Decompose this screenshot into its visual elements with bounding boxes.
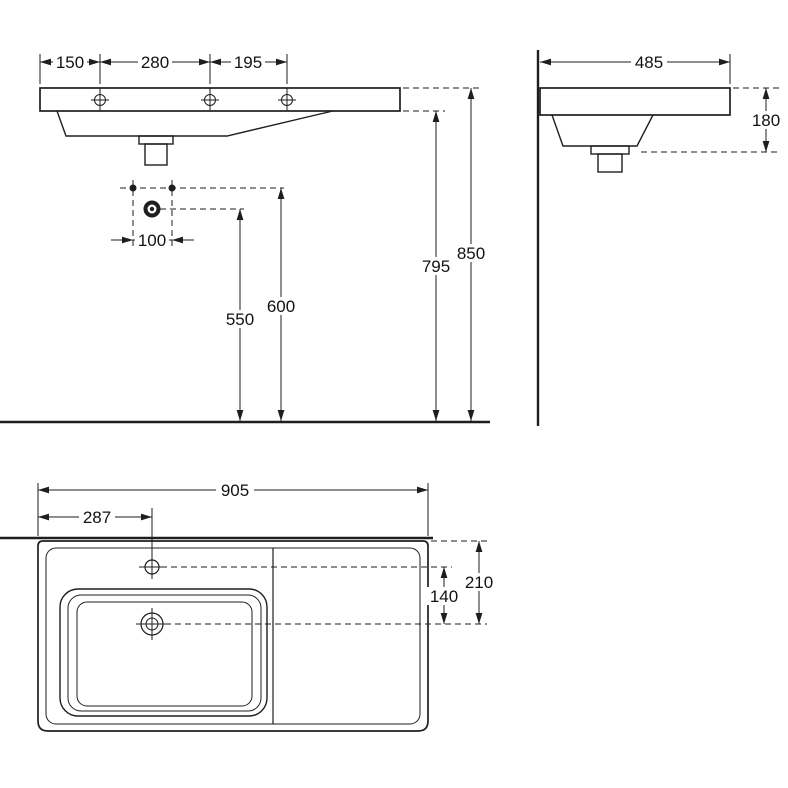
dim-label-tap1-to-tap2: 280 [141, 53, 169, 72]
tap-hole-icon [91, 88, 109, 112]
drain-hole-icon [136, 608, 168, 640]
side-drain-trap [590, 145, 630, 173]
dim-label-edge-to-tap: 287 [83, 508, 111, 527]
dim-label-rear-to-drain: 210 [465, 573, 493, 592]
dim-fixing-height: 600 [264, 188, 298, 421]
front-bowl-profile [56, 110, 334, 137]
dim-label-rim-height: 180 [752, 111, 780, 130]
dim-label-drain-height: 550 [226, 310, 254, 329]
dim-label-overall-height: 850 [457, 244, 485, 263]
dim-label-tap-to-drain: 140 [430, 587, 458, 606]
dim-depth: 485 [540, 53, 731, 84]
front-basin-deck [39, 87, 401, 112]
dim-label-fixing-holes: 100 [138, 231, 166, 250]
dim-top-chain: 150 280 195 [39, 53, 288, 84]
side-basin-deck [539, 87, 731, 116]
dim-label-underside-height: 795 [422, 257, 450, 276]
tap-hole-icon [139, 508, 165, 579]
dim-tap-to-drain: 140 [161, 566, 487, 625]
dim-rim-height: 180 [641, 87, 784, 153]
dim-fixing-holes: 100 [111, 231, 194, 250]
dim-label-width: 905 [221, 481, 249, 500]
dim-overall-height: 850 [403, 87, 488, 421]
side-view: 485 180 [536, 50, 784, 426]
dim-label-tap2-to-tap3: 195 [234, 53, 262, 72]
dim-label-edge-to-tap1: 150 [56, 53, 84, 72]
dim-underside-height: 795 [403, 110, 453, 421]
drain-hole-icon [143, 200, 161, 218]
plan-basin-outline [37, 540, 429, 732]
plan-inner-rim [45, 547, 421, 725]
dim-label-depth: 485 [635, 53, 663, 72]
dim-edge-to-tap: 287 [38, 508, 152, 527]
plan-bowl-contours [59, 588, 268, 717]
front-view: 150 280 195 100 550 600 [0, 53, 490, 424]
side-bowl-profile [551, 114, 654, 147]
dim-width: 905 [37, 481, 429, 536]
plan-view: 905 287 140 210 [0, 481, 496, 732]
dim-label-fixing-height: 600 [267, 297, 295, 316]
dim-drain-height: 550 [223, 209, 257, 421]
tap-hole-icon [278, 88, 296, 112]
dim-rear-to-drain: 210 [431, 540, 496, 624]
tap-hole-icon [201, 88, 219, 112]
front-drain-trap [138, 135, 174, 166]
